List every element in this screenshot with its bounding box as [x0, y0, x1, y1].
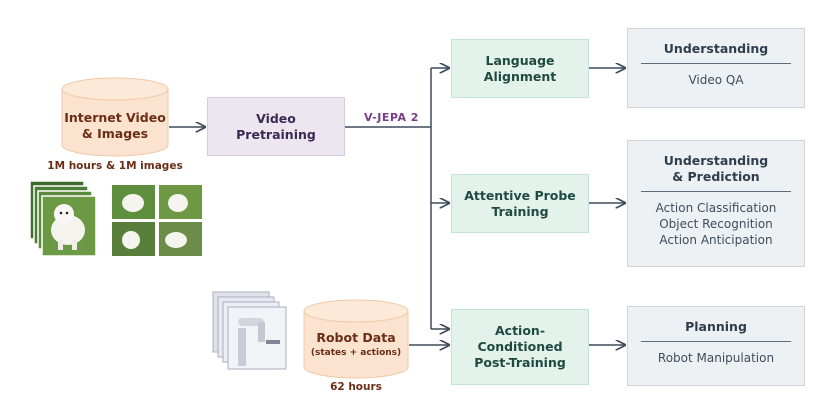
- result-title: & Prediction: [672, 169, 760, 184]
- video-pretraining-box: Video Pretraining: [207, 97, 345, 156]
- result-planning: Planning Robot Manipulation: [627, 306, 805, 386]
- stage-label-line: Conditioned: [477, 339, 563, 354]
- robot-data-caption: 62 hours: [330, 381, 382, 393]
- robot-data-label: Robot Data (states + actions): [304, 330, 408, 360]
- stage-label-line: Training: [491, 203, 549, 219]
- stage-label-line: Attentive Probe: [464, 187, 576, 203]
- stage-label-line: Language: [485, 52, 555, 68]
- result-title: Understanding: [663, 153, 769, 168]
- result-divider: [641, 191, 791, 192]
- result-understanding: Understanding Video QA: [627, 28, 805, 108]
- stage-language-alignment: Language Alignment: [451, 39, 589, 98]
- dog-video-frames-image: [29, 180, 97, 257]
- result-item: Action Anticipation: [659, 233, 773, 247]
- stage-action-conditioned: Action- Conditioned Post-Training: [451, 309, 589, 385]
- dog-image-grid: [112, 185, 202, 256]
- stage-attentive-probe: Attentive Probe Training: [451, 174, 589, 233]
- stage-label-line: Alignment: [483, 68, 557, 84]
- vjepa-label: V-JEPA 2: [364, 111, 419, 124]
- result-title: Planning: [685, 319, 747, 334]
- pretraining-line2: Pretraining: [236, 126, 316, 142]
- robot-data-title: Robot Data: [316, 330, 396, 345]
- robot-video-frames-image: [212, 291, 287, 370]
- robot-data-cylinder: [303, 299, 409, 379]
- result-item: Action Classification: [655, 201, 777, 215]
- stage-label-line: Post-Training: [474, 355, 566, 370]
- result-understanding-prediction: Understanding & Prediction Action Classi…: [627, 140, 805, 267]
- pretraining-line1: Video: [256, 110, 296, 126]
- result-divider: [641, 63, 791, 64]
- result-item: Object Recognition: [659, 217, 773, 231]
- internet-data-title-line2: & Images: [81, 126, 149, 141]
- stage-label-line: Action-: [494, 323, 546, 338]
- internet-data-caption: 1M hours & 1M images: [47, 160, 183, 172]
- internet-data-title-line1: Internet Video: [64, 110, 166, 125]
- internet-data-cylinder: [61, 77, 169, 157]
- internet-data-label: Internet Video & Images: [62, 110, 168, 142]
- result-divider: [641, 341, 791, 342]
- result-item: Robot Manipulation: [657, 351, 775, 365]
- connector-arrows: [169, 68, 625, 345]
- result-title: Understanding: [663, 41, 769, 56]
- result-item: Video QA: [688, 73, 744, 87]
- robot-data-subtitle: (states + actions): [310, 348, 402, 358]
